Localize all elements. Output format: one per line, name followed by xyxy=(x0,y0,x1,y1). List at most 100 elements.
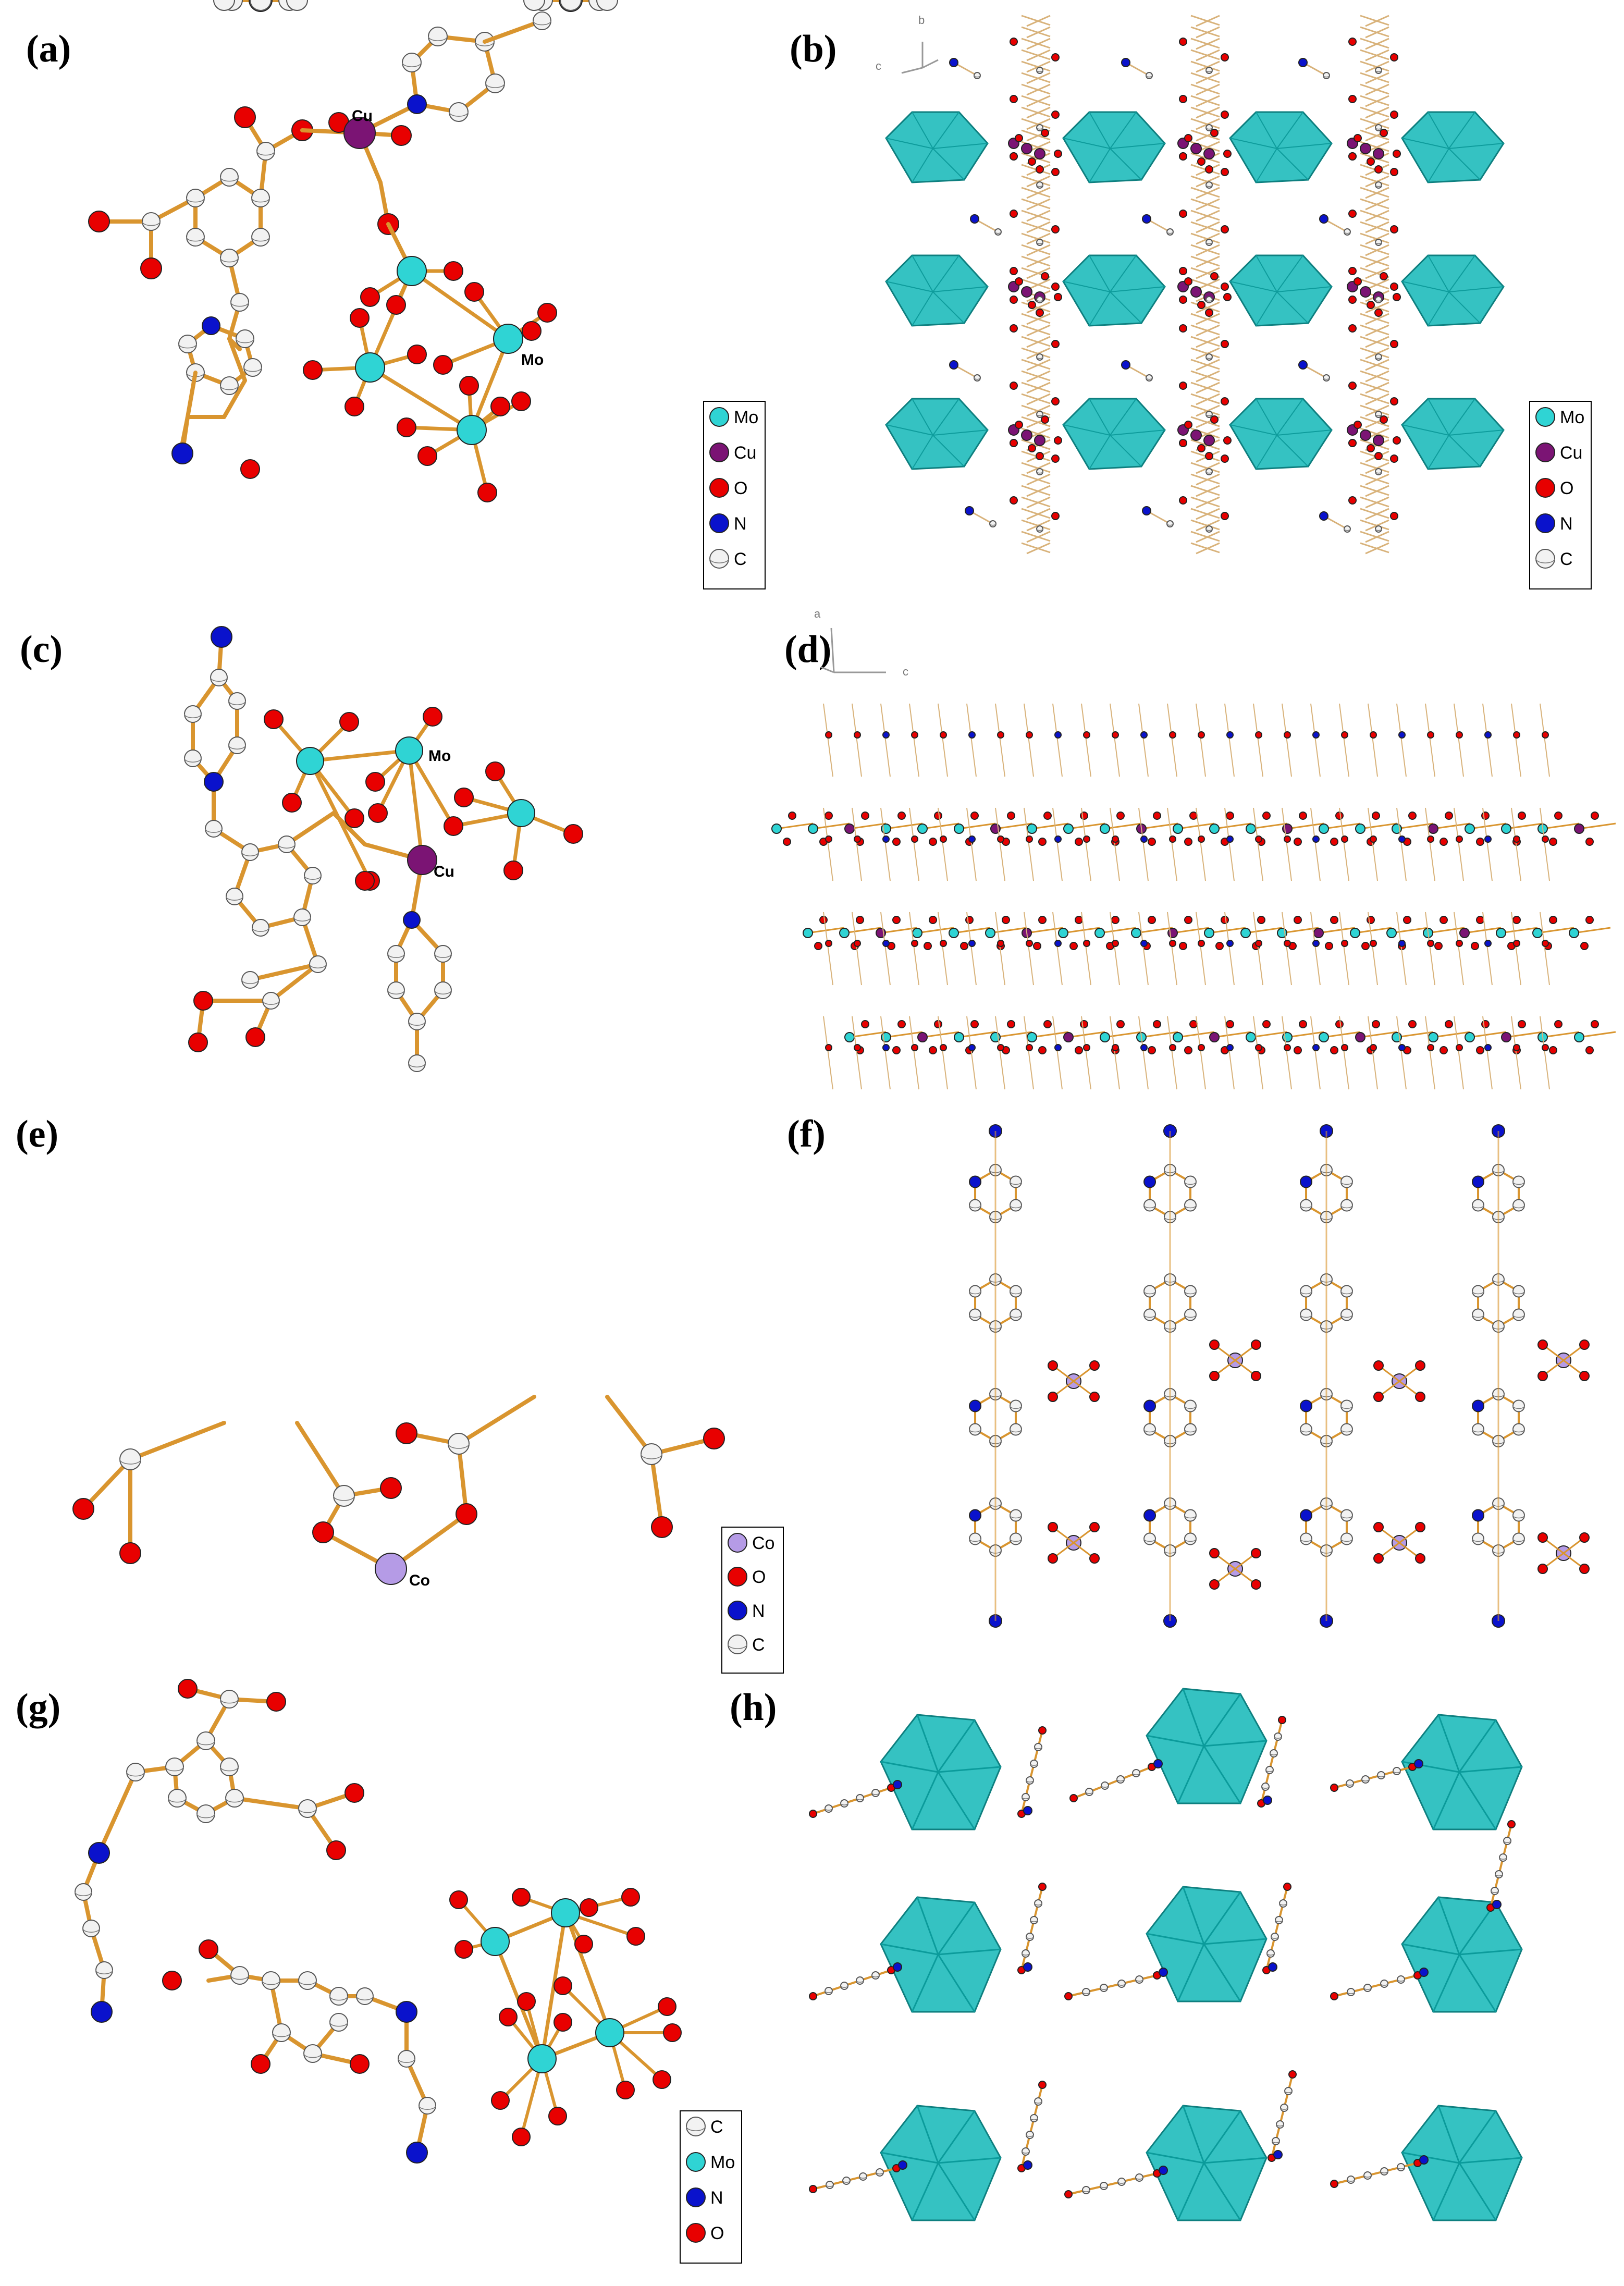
atom-o xyxy=(245,1027,265,1047)
atom-o xyxy=(1440,838,1448,846)
atom-o xyxy=(1036,165,1044,174)
atom-o xyxy=(1051,53,1060,62)
linker-bond xyxy=(1021,129,1051,141)
atom-c xyxy=(228,736,246,754)
atom-o xyxy=(924,942,932,950)
linker-bond xyxy=(1365,198,1389,211)
atom-c xyxy=(1184,1175,1197,1188)
atom-mo xyxy=(355,352,385,383)
linker-bond xyxy=(1026,106,1051,119)
atom-ellipsoid-line xyxy=(1036,357,1043,359)
atom-ellipsoid-line xyxy=(1117,1983,1126,1986)
atom-o xyxy=(303,360,323,380)
atom-ellipsoid-line xyxy=(228,700,246,705)
atom-ellipsoid-line xyxy=(1036,242,1043,244)
linker-bond xyxy=(1021,72,1051,83)
atom-o xyxy=(1089,1360,1100,1371)
atom-mo xyxy=(1569,928,1579,938)
atom-c xyxy=(448,1433,470,1455)
linker-bond xyxy=(1190,359,1220,370)
atom-c xyxy=(1205,411,1213,418)
atom-c xyxy=(1472,1423,1485,1436)
polyhedron-edge xyxy=(1229,112,1332,183)
atom-ellipsoid-line xyxy=(228,745,246,749)
atom-o xyxy=(1591,1020,1599,1028)
linker-bond xyxy=(1360,210,1389,221)
atom-n xyxy=(969,1175,982,1188)
atom-o xyxy=(1373,1553,1384,1564)
atom-ellipsoid-line xyxy=(1184,1205,1197,1209)
linker-bond xyxy=(1190,187,1220,198)
atom-c xyxy=(1375,525,1382,533)
atom-o xyxy=(1537,1339,1548,1350)
legend-entry-c: C xyxy=(1560,549,1573,569)
atom-o xyxy=(1348,210,1357,218)
atom-o xyxy=(728,1567,747,1587)
atom-ellipsoid-line xyxy=(1100,2185,1108,2188)
linker-bond xyxy=(1190,129,1220,141)
linker-bond xyxy=(880,807,891,881)
linker-bond xyxy=(1138,1016,1149,1090)
linker-bond xyxy=(1196,106,1220,119)
atom-o xyxy=(1284,731,1291,739)
atom-n xyxy=(202,316,220,335)
atom-c xyxy=(1380,2167,1388,2176)
linker-bond xyxy=(823,1016,833,1090)
atom-ellipsoid-line xyxy=(876,2172,884,2174)
chain-bond xyxy=(1469,1031,1507,1038)
linker-bond xyxy=(1021,485,1051,496)
legend-entry-o: O xyxy=(734,478,747,498)
legend-entry-o: O xyxy=(1560,478,1573,498)
atom-o xyxy=(1255,1044,1262,1051)
atom-n xyxy=(88,1842,110,1864)
atom-o xyxy=(1069,942,1078,950)
linker-bond xyxy=(1196,267,1220,279)
linker-bond xyxy=(1190,175,1220,187)
atom-c xyxy=(196,1731,215,1750)
atom-c xyxy=(1205,239,1213,246)
polyhedron-edge xyxy=(1063,398,1165,470)
atom-o xyxy=(1456,940,1463,947)
atom-o xyxy=(386,295,406,315)
linker-bond xyxy=(1282,703,1292,777)
panel-label-d: (d) xyxy=(784,628,831,671)
atom-c xyxy=(1491,1887,1499,1895)
atom-c xyxy=(220,249,239,267)
atom-c xyxy=(1132,1769,1140,1777)
atom-cu xyxy=(1501,1032,1511,1042)
atom-c xyxy=(1347,2176,1355,2184)
panel-c-asymmetric-unit xyxy=(184,626,583,1072)
atom-ellipsoid-line xyxy=(1101,1785,1109,1788)
bond xyxy=(222,378,247,419)
linker-bond xyxy=(1021,404,1051,416)
atom-o xyxy=(1537,1564,1548,1574)
linker-bond xyxy=(1190,244,1220,255)
linker-bond xyxy=(1068,1974,1158,1997)
atom-o xyxy=(1373,1392,1384,1402)
atom-c xyxy=(728,1634,747,1654)
chain-bond xyxy=(1250,1031,1288,1038)
atom-o xyxy=(1184,1046,1192,1054)
atom-n xyxy=(1153,1759,1163,1768)
atom-c xyxy=(251,228,270,247)
atom-n xyxy=(969,1399,982,1412)
atom-n xyxy=(893,1962,902,1972)
linker-bond xyxy=(1360,106,1389,118)
atom-o xyxy=(1370,940,1377,947)
atom-ellipsoid-line xyxy=(184,714,202,718)
linker-bond xyxy=(1425,703,1435,777)
linker-bond xyxy=(1020,1730,1043,1814)
atom-mo xyxy=(595,2018,624,2047)
atom-o xyxy=(960,942,968,950)
linker-bond xyxy=(1190,313,1220,324)
atom-o xyxy=(1476,916,1484,924)
linker-bond xyxy=(1026,531,1051,543)
atom-o xyxy=(1083,835,1090,843)
atom-n xyxy=(1159,1968,1168,1977)
atom-o xyxy=(1010,95,1018,103)
atom-cu xyxy=(1459,928,1470,938)
linker-bond xyxy=(995,1016,1005,1090)
atom-ellipsoid-line xyxy=(1184,1515,1197,1519)
atom-o xyxy=(1051,110,1060,119)
linker-bond xyxy=(1026,462,1051,474)
